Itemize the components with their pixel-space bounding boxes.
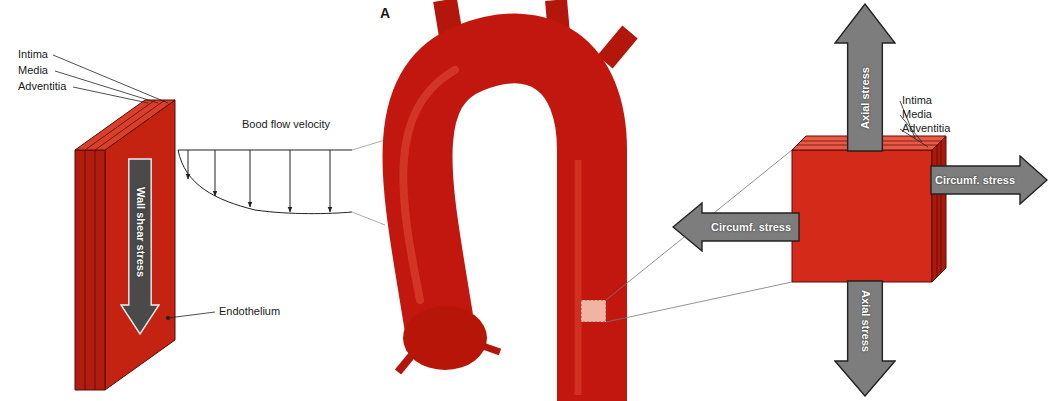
arrow-shape — [835, 281, 895, 396]
velocity-arrow — [250, 150, 251, 207]
leader-line — [73, 87, 148, 103]
layer-label: Media — [902, 108, 932, 120]
cube-front — [792, 150, 932, 282]
wall-patch — [581, 300, 606, 322]
layer-label: Adventitia — [18, 80, 66, 92]
leader-dot — [166, 316, 170, 320]
velocity-arrow — [290, 150, 291, 212]
panel-letter: A — [380, 6, 390, 21]
arrow-label: Axial stress — [860, 290, 871, 352]
stress-arrow: Axial stress — [834, 3, 896, 152]
shear-stress-arrow: Wall shear stress — [120, 158, 160, 335]
arrow-shape — [931, 156, 1047, 204]
stress-arrow: Circumf. stress — [672, 202, 800, 252]
leader-line — [168, 312, 215, 318]
arrow-label: Circumf. stress — [935, 175, 1015, 186]
top-face — [75, 100, 175, 150]
highlight — [575, 160, 582, 395]
layer-label: Intima — [18, 48, 48, 60]
velocity-arrow — [188, 150, 189, 179]
zoom-line — [606, 282, 792, 322]
profile-baseline — [178, 150, 352, 151]
arrow-shape — [121, 159, 159, 334]
endothelium-face — [105, 100, 175, 390]
wall-cube — [792, 136, 946, 282]
coronary-stub — [480, 345, 500, 352]
layer-label: Media — [18, 64, 48, 76]
velocity-profile — [178, 140, 385, 225]
layer-line — [95, 150, 96, 390]
arrow-label: Axial stress — [860, 67, 871, 129]
layer-line — [85, 150, 86, 390]
aortic-root — [403, 306, 487, 370]
leader-line — [53, 55, 168, 103]
layer-label: Adventitia — [902, 122, 950, 134]
arrow-label: Wall shear stress — [135, 186, 146, 276]
highlight — [403, 70, 455, 300]
layer-line — [941, 141, 942, 273]
layer-label: Endothelium — [219, 305, 280, 317]
wall-slab — [75, 100, 175, 390]
branch-artery — [605, 32, 630, 62]
aorta — [398, 0, 792, 401]
leader-line — [55, 71, 158, 103]
velocity-arrow — [330, 150, 331, 212]
layer-line — [937, 145, 938, 277]
layer-line — [95, 100, 165, 150]
zoom-line — [352, 140, 385, 150]
velocity-arrow — [215, 150, 216, 196]
layer-line — [85, 100, 155, 150]
arrow-shape — [835, 4, 895, 151]
cube-side — [932, 136, 946, 282]
zoom-line — [352, 212, 385, 225]
section-face — [75, 150, 105, 390]
profile-curve — [178, 150, 352, 214]
arrow-label: Circumf. stress — [711, 222, 791, 233]
coronary-stub — [398, 355, 412, 372]
stress-arrow: Axial stress — [834, 280, 896, 397]
arrow-shape — [673, 203, 799, 251]
stress-arrow: Circumf. stress — [930, 155, 1048, 205]
flow-label: Bood flow velocity — [242, 118, 330, 130]
layer-label: Intima — [902, 94, 932, 106]
